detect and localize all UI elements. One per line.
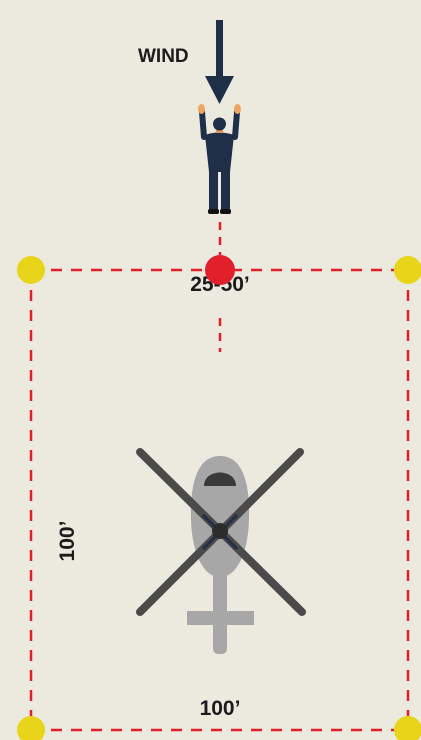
corner-marker-top-left [17,256,45,284]
wind-arrow-icon [205,20,234,104]
signalman-icon [198,104,241,214]
wind-label: WIND [138,46,189,67]
signalman-position-marker [205,255,235,285]
corner-marker-bottom-right [394,716,421,740]
helicopter-icon [140,452,302,654]
corner-marker-top-right [394,256,421,284]
side-length-label-vertical: 100’ [56,521,79,562]
corner-marker-bottom-left [17,716,45,740]
side-length-label-horizontal: 100’ [200,697,241,720]
